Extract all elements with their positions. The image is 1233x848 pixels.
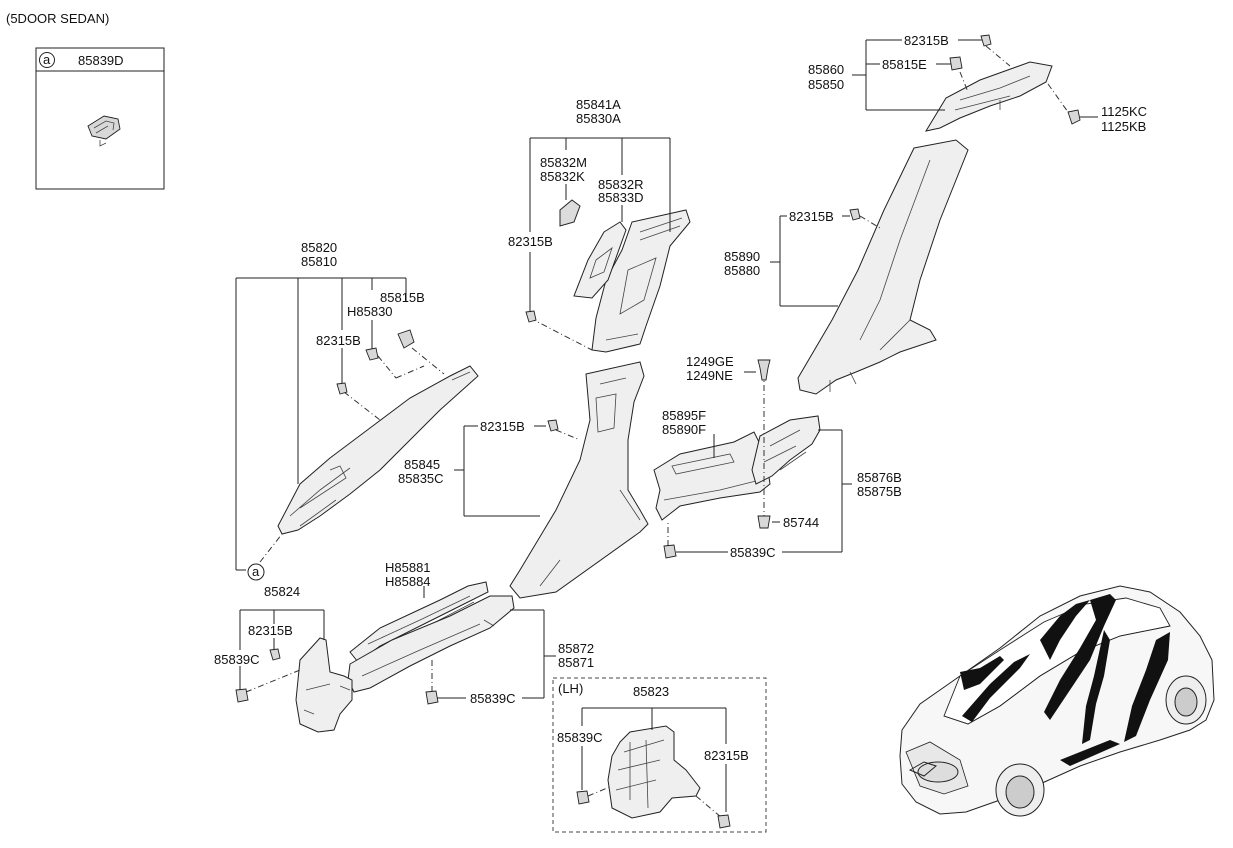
label-85744[interactable]: 85744 [783,515,819,530]
label-85832M[interactable]: 85832M [540,155,587,170]
label-1249GE[interactable]: 1249GE [686,354,734,369]
clip-82315B-cpillar-icon [849,208,861,221]
clip-H85830-icon [365,347,379,361]
kick-panel-85824[interactable] [295,637,353,733]
leader-85823 [581,707,727,819]
callout-a-marker: a [252,564,260,579]
clip-82315B-lh-icon [717,814,731,829]
label-85850[interactable]: 85850 [808,77,844,92]
inset-box-85839D[interactable]: a 85839D [35,47,165,190]
leader-85820 [235,277,445,571]
label-85832R[interactable]: 85832R [598,177,644,192]
front-side-trim-85872[interactable] [347,595,515,693]
leader-85841A [529,137,671,351]
b-pillar-upper-trim-85841A[interactable] [591,209,691,353]
rear-scuff-plate-85895F[interactable] [653,431,771,521]
label-1125KC[interactable]: 1125KC [1101,104,1147,119]
diagram-title: (5DOOR SEDAN) [6,11,109,26]
label-85895F[interactable]: 85895F [662,408,706,423]
a-pillar-trim-85820[interactable] [277,365,479,535]
label-85820[interactable]: 85820 [301,240,337,255]
clip-85839C-mid-icon [425,690,439,705]
label-85839C-mid[interactable]: 85839C [470,691,516,706]
lh-tag: (LH) [558,681,583,696]
clip-85815B-icon [397,329,415,349]
clip-85815E-icon [949,56,963,71]
label-85823[interactable]: 85823 [633,684,669,699]
label-82315B-lh[interactable]: 82315B [704,748,749,763]
leader-82315B-top [852,39,1098,118]
label-85815B[interactable]: 85815B [380,290,425,305]
label-1125KB[interactable]: 1125KB [1101,119,1146,134]
label-85815E[interactable]: 85815E [882,57,927,72]
rear-side-trim-85876B[interactable] [751,415,821,485]
label-82315B-left[interactable]: 82315B [248,623,293,638]
label-85890F[interactable]: 85890F [662,422,706,437]
leader-85845 [454,425,581,517]
label-85876B[interactable]: 85876B [857,470,902,485]
clip-82315B-apillar-icon [336,382,348,395]
screw-1249GE-icon [757,359,771,381]
callout-a-circle[interactable] [247,563,265,581]
lh-kick-bracket-85823[interactable] [607,725,701,819]
label-82315B-upper[interactable]: 82315B [508,234,553,249]
label-85872[interactable]: 85872 [558,641,594,656]
label-85875B[interactable]: 85875B [857,484,902,499]
label-85860[interactable]: 85860 [808,62,844,77]
label-82315B-mid[interactable]: 82315B [480,419,525,434]
label-85841A[interactable]: 85841A [576,97,621,112]
screw-1125KC-icon [1067,109,1081,125]
label-85839C-lh[interactable]: 85839C [557,730,603,745]
leader-85876B [667,371,852,553]
clip-82315B-icon [980,34,992,47]
label-85890[interactable]: 85890 [724,249,760,264]
leader-85872 [423,586,556,699]
leader-85824 [239,609,325,693]
inset-part-number: 85839D [78,53,124,68]
c-pillar-trim-85890[interactable] [797,139,969,395]
seatbelt-cover-85832R[interactable] [573,221,627,299]
label-85833D[interactable]: 85833D [598,190,644,205]
lh-detail-box: (LH) [552,677,767,833]
clip-85744-icon [757,515,771,529]
label-85871[interactable]: 85871 [558,655,594,670]
label-82315B-cpillar[interactable]: 82315B [789,209,834,224]
label-1249NE[interactable]: 1249NE [686,368,733,383]
label-85880[interactable]: 85880 [724,263,760,278]
label-85835C[interactable]: 85835C [398,471,444,486]
label-82315B-top[interactable]: 82315B [904,33,949,48]
label-85810[interactable]: 85810 [301,254,337,269]
marker-a-circle [39,52,55,68]
clip-82315B-upper-icon [525,310,537,323]
label-82315B-apillar[interactable]: 82315B [316,333,361,348]
label-85839C-right[interactable]: 85839C [730,545,776,560]
label-85832K[interactable]: 85832K [540,169,585,184]
b-pillar-lower-trim-85845[interactable] [509,361,649,599]
inset-marker: a [43,52,51,67]
rear-pillar-garnish-85860[interactable] [924,61,1053,132]
label-85824[interactable]: 85824 [264,584,300,599]
label-H85884[interactable]: H85884 [385,574,431,589]
clip-82315B-left-icon [269,648,281,661]
clip-85839C-left-icon [235,688,249,703]
car-illustration [899,585,1215,817]
label-H85881[interactable]: H85881 [385,560,431,575]
label-85839C-left[interactable]: 85839C [214,652,260,667]
clip-85839C-right-icon [663,544,677,559]
adjuster-knob-85832M[interactable] [559,199,581,227]
leader-85890 [770,215,881,307]
clip-82315B-mid-icon [547,419,559,432]
clip-85839C-lh-icon [576,790,590,805]
clip-85839D-icon [87,115,121,147]
label-85830A[interactable]: 85830A [576,111,621,126]
label-H85830[interactable]: H85830 [347,304,393,319]
label-85845[interactable]: 85845 [404,457,440,472]
